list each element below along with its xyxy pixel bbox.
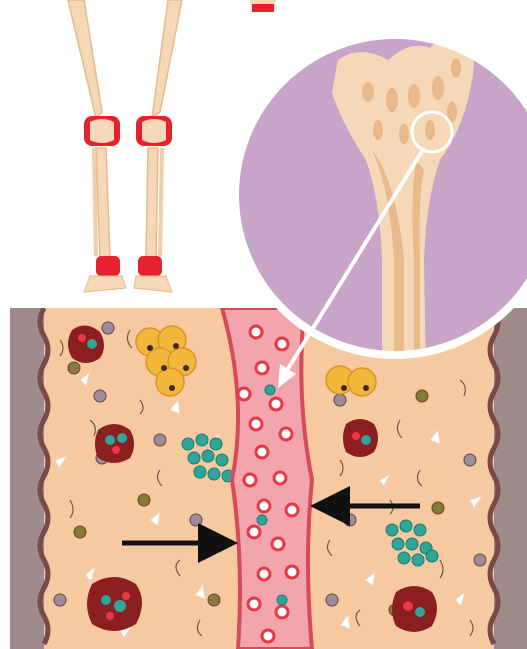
megakaryocyte-bottom-left (87, 577, 142, 631)
hand-fragment-icon (250, 0, 276, 12)
megakaryocyte-bottom-right (392, 586, 437, 632)
left-leg (68, 0, 126, 292)
left-ankle-joint-highlight (96, 256, 120, 276)
megakaryocyte-mid-right (343, 419, 378, 457)
adipocyte-cluster-right (326, 366, 376, 396)
right-ankle-joint-highlight (138, 256, 162, 276)
bone-marrow-cross-section (10, 308, 527, 649)
right-leg (134, 0, 182, 292)
megakaryocyte-top-left (68, 325, 104, 363)
megakaryocyte-mid-left (95, 424, 134, 463)
